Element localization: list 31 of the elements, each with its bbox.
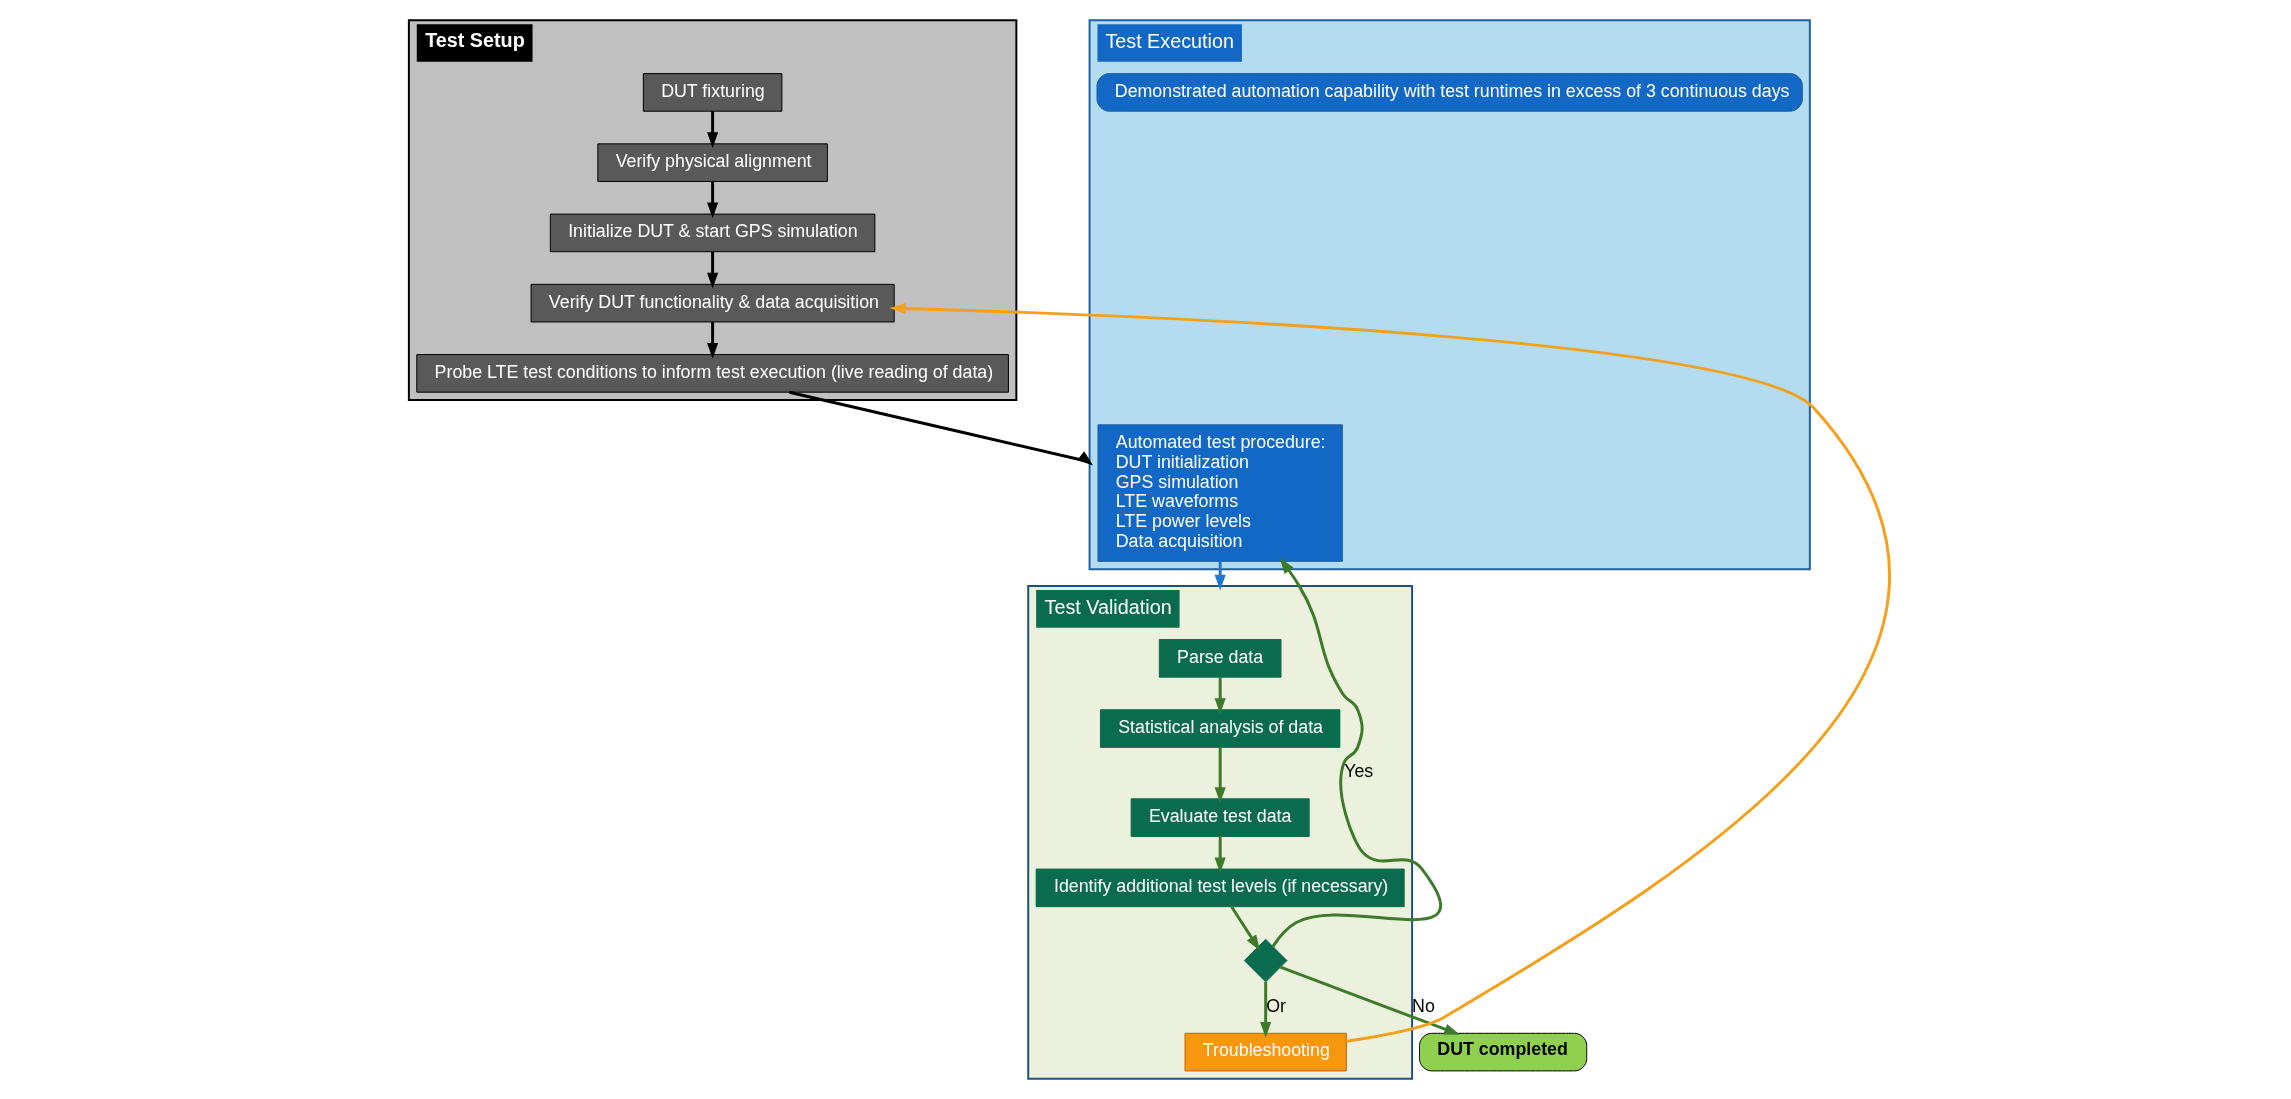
node-box: Demonstrated automation capability with test runtimes in excess of 3 continuous days (1096, 73, 1803, 112)
node-box: Troubleshooting (1184, 1032, 1347, 1072)
node-box: Probe LTE test conditions to inform test execution (live reading of data) (416, 354, 1009, 393)
node-box: DUT completed (1419, 1032, 1588, 1072)
arrow (789, 390, 1094, 466)
arrow (1271, 557, 1442, 948)
arrow (1214, 677, 1226, 715)
arrow (1230, 905, 1261, 951)
node-box: Verify physical alignment (597, 143, 828, 182)
node-box: Statistical analysis of data (1099, 709, 1341, 748)
arrow (1260, 981, 1272, 1038)
node-diamond (1243, 938, 1288, 983)
node-box: Verify DUT functionality & data acquisition (530, 283, 895, 323)
arrow (1214, 561, 1226, 591)
arrow (707, 251, 719, 289)
node-box: Evaluate test data (1130, 798, 1310, 837)
edge-label: No (1412, 995, 1435, 1016)
edge-label: Yes (1344, 761, 1374, 782)
arrow (707, 322, 719, 359)
arrow (1214, 836, 1226, 874)
node-box: Identify additional test levels (if necessary) (1035, 868, 1405, 908)
edge-label: Or (1266, 995, 1286, 1016)
node-box: Initialize DUT & start GPS simulation (549, 213, 876, 253)
arrow (1214, 747, 1226, 804)
node-box: Parse data (1158, 639, 1282, 678)
node-box: Automated test procedure: DUT initialization GPS simulation LTE waveforms LTE power levels Data acquisition (1097, 424, 1343, 562)
arrow (707, 181, 719, 219)
arrow (889, 302, 1891, 1043)
arrow (707, 111, 719, 149)
arrow (1280, 965, 1461, 1035)
node-box: DUT fixturing (642, 73, 783, 112)
